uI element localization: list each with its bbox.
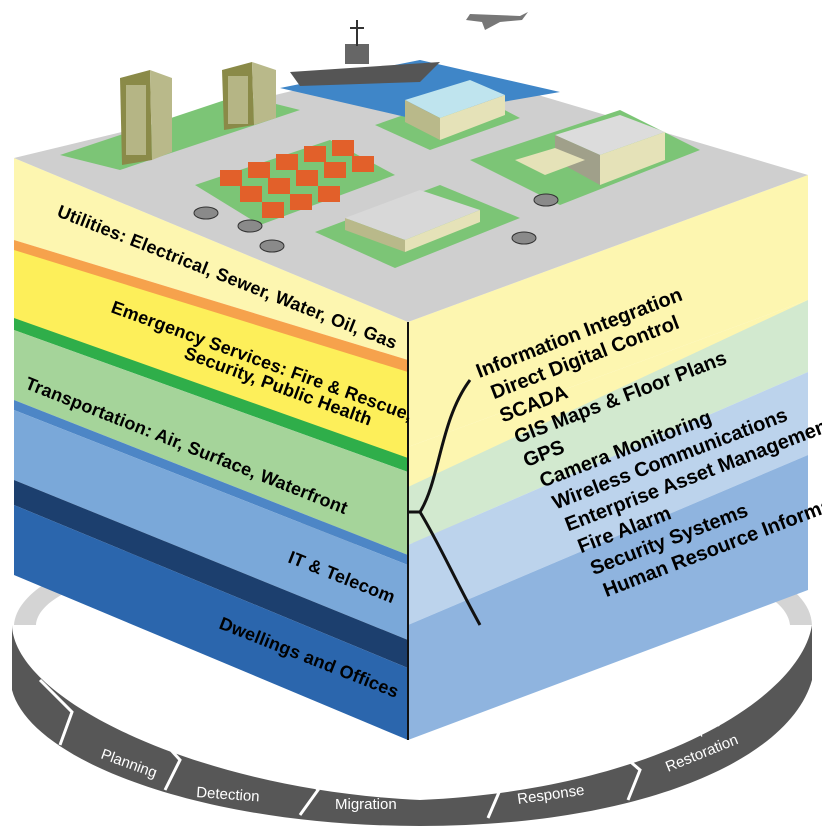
car-icon <box>237 219 263 233</box>
tower-building-2 <box>222 62 276 130</box>
lot-houses <box>195 140 395 225</box>
layer-emergency-yellow <box>14 250 408 470</box>
systems-bracket <box>418 379 482 626</box>
cube-left-face <box>14 158 408 740</box>
ship-icon <box>290 62 440 86</box>
layer-it-top <box>14 400 408 565</box>
phase-detection: Detection <box>196 784 260 805</box>
layer-dwellings <box>14 505 408 740</box>
right-face-dwellings <box>408 455 808 740</box>
tower-building-1 <box>120 70 172 165</box>
layer-it <box>14 410 408 640</box>
city-top <box>14 12 808 322</box>
chevron-5 <box>604 738 642 801</box>
right-face-transport <box>408 300 808 545</box>
phase-protection-line1: Protection & <box>335 777 417 794</box>
chevron-4 <box>468 754 502 819</box>
phase-protection-line2: Migration <box>335 796 397 813</box>
car-icon <box>533 193 559 207</box>
warehouse-building <box>345 190 480 252</box>
right-face-it <box>408 372 808 625</box>
school-building <box>515 115 665 185</box>
layer-dwellings-dark <box>14 480 408 668</box>
ring-front <box>12 625 812 826</box>
cube-right-face <box>408 175 808 740</box>
car-icon <box>511 231 537 245</box>
car-icon <box>259 239 285 253</box>
layer-utilities <box>14 158 408 360</box>
office-building <box>405 80 505 140</box>
cars <box>193 193 559 253</box>
airplane-icon <box>466 12 528 30</box>
car-icon <box>193 206 219 220</box>
right-face-utilities <box>408 175 808 447</box>
ship-tower <box>345 44 369 64</box>
layer-transport-green <box>14 318 408 472</box>
layer-transport <box>14 330 408 555</box>
houses-cluster <box>220 140 374 218</box>
chevron-2 <box>148 725 182 791</box>
chevron-1 <box>38 678 74 746</box>
chevron-3 <box>288 749 320 816</box>
